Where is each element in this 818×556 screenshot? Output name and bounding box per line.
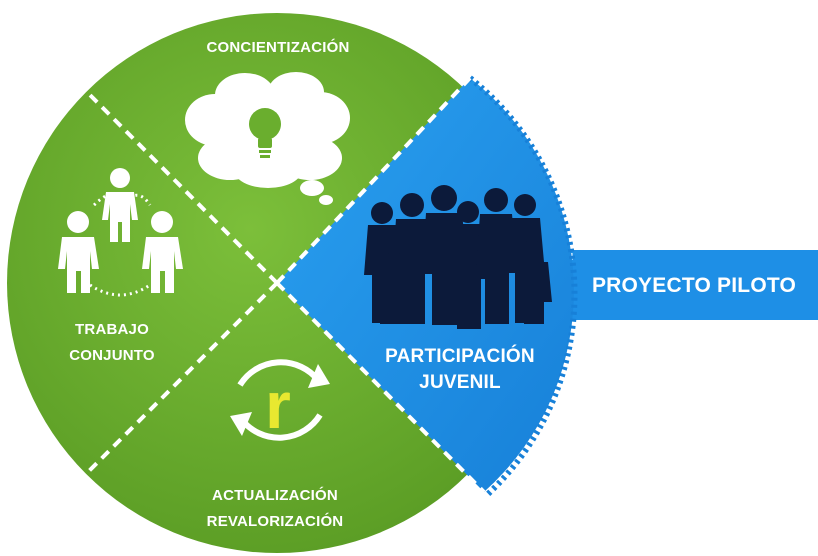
label-concientizacion: CONCIENTIZACIÓN [207,38,350,56]
label-juvenil: JUVENIL [419,372,501,393]
recycle-arrows-icon: r [230,359,330,442]
label-revalorizacion: REVALORIZACIÓN [207,512,344,530]
label-trabajo: TRABAJO [75,321,149,338]
people-teamwork-icon [58,168,183,297]
label-actualizacion: ACTUALIZACIÓN [212,486,338,504]
blue-wedge [277,78,574,492]
label-conjunto: CONJUNTO [69,347,155,364]
banner-label: PROYECTO PILOTO [592,274,796,297]
thought-cloud-lightbulb-icon [185,72,350,205]
youth-group-silhouette-icon [364,185,552,329]
recycle-letter: r [265,368,291,442]
label-participacion: PARTICIPACIÓN [385,345,535,367]
section-dividers [83,76,486,494]
